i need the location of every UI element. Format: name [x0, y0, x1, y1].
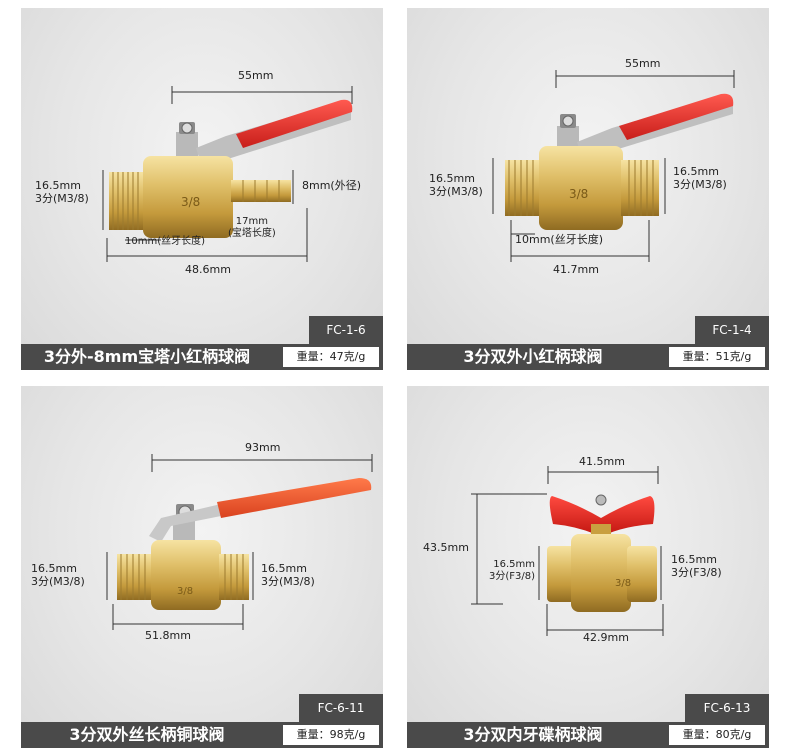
body-mark: 3/8 — [181, 195, 200, 209]
product-card-fc-1-6[interactable]: 3/8 55mm 16.5mm 3分(M3/8) 8mm(外径) 10mm(丝牙… — [21, 8, 383, 370]
product-title: 3分双外小红柄球阀 — [463, 347, 603, 366]
weight-label: 重量：98克/g — [283, 725, 379, 745]
dim-barb-outer-diameter: 8mm(外径) — [302, 179, 362, 192]
product-card-fc-6-13[interactable]: 3/8 41.5mm 43.5mm 16.5mm 3分(F3/8) 16.5mm… — [407, 386, 769, 748]
dim-total-length: 48.6mm — [185, 263, 231, 276]
model-code: FC-1-6 — [309, 316, 383, 344]
valve-image-butterfly-handle: 3/8 — [471, 466, 664, 636]
dim-height: 43.5mm — [423, 541, 469, 554]
dim-total-length: 42.9mm — [583, 631, 629, 644]
dim-handle-length: 55mm — [625, 57, 661, 70]
dim-left-diameter: 16.5mm 3分(M3/8) — [429, 172, 483, 198]
body-mark: 3/8 — [615, 578, 631, 589]
info-band: 3分双内牙碟柄球阀 重量：80克/g — [407, 722, 769, 748]
info-band: 3分双外小红柄球阀 重量：51克/g — [407, 344, 769, 370]
dim-barb-length: 17mm (宝塔长度) — [228, 216, 276, 239]
dim-right-diameter: 16.5mm 3分(M3/8) — [261, 562, 315, 588]
dim-left-diameter: 16.5mm 3分(M3/8) — [31, 562, 85, 588]
dim-right-diameter: 16.5mm 3分(F3/8) — [671, 553, 722, 579]
valve-image-barb: 3/8 — [102, 86, 353, 262]
weight-label: 重量：51克/g — [669, 347, 765, 367]
body-mark: 3/8 — [177, 586, 193, 597]
dim-handle-length: 55mm — [238, 69, 274, 82]
product-card-fc-1-4[interactable]: 3/8 55mm 16.5mm 3分(M3/8) 16.5mm 3分(M3/8)… — [407, 8, 769, 370]
dim-handle-width: 41.5mm — [579, 455, 625, 468]
product-title: 3分双外丝长柄铜球阀 — [69, 725, 225, 744]
valve-image-double-male: 3/8 — [492, 70, 735, 262]
info-band: 3分双外丝长柄铜球阀 重量：98克/g — [21, 722, 383, 748]
model-code: FC-6-11 — [299, 694, 383, 722]
dim-right-diameter: 16.5mm 3分(M3/8) — [673, 165, 727, 191]
dim-thread-length: 10mm(丝牙长度) — [515, 233, 604, 246]
dim-total-length: 51.8mm — [145, 629, 191, 642]
dim-total-length: 41.7mm — [553, 263, 599, 276]
model-code: FC-1-4 — [695, 316, 769, 344]
product-card-fc-6-11[interactable]: 3/8 93mm 16.5mm 3分(M3/8) 16.5mm 3分(M3/8)… — [21, 386, 383, 748]
model-code: FC-6-13 — [685, 694, 769, 722]
valve-image-long-handle: 3/8 — [106, 454, 373, 630]
weight-label: 重量：80克/g — [669, 725, 765, 745]
product-title: 3分外-8mm宝塔小红柄球阀 — [43, 347, 251, 366]
body-mark: 3/8 — [569, 187, 588, 201]
dim-left-diameter: 16.5mm 3分(F3/8) — [488, 559, 535, 582]
dim-handle-length: 93mm — [245, 441, 281, 454]
weight-label: 重量：47克/g — [283, 347, 379, 367]
info-band: 3分外-8mm宝塔小红柄球阀 重量：47克/g — [21, 344, 383, 370]
dim-left-diameter: 16.5mm 3分(M3/8) — [35, 179, 89, 205]
product-title: 3分双内牙碟柄球阀 — [463, 725, 603, 744]
dim-thread-length: 10mm(丝牙长度) — [125, 236, 206, 247]
